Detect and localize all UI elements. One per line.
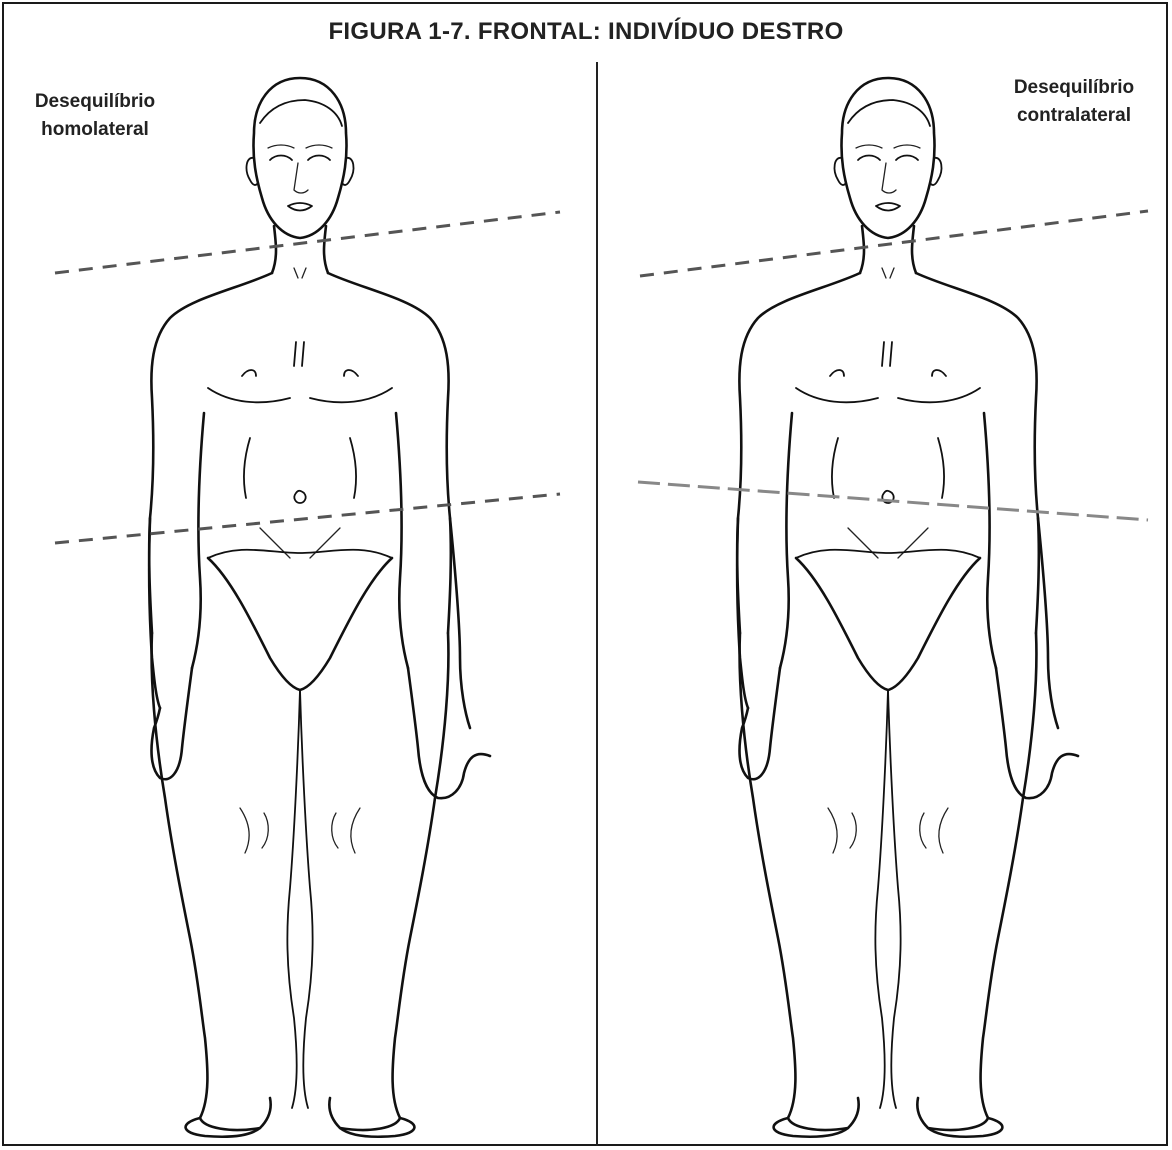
shoulder-line-right <box>640 211 1148 276</box>
human-figure-left <box>149 78 490 1137</box>
shoulder-line-left <box>55 212 560 273</box>
human-figure-right <box>737 78 1078 1137</box>
hip-line-right <box>638 482 1148 520</box>
hip-line-left <box>55 494 560 543</box>
